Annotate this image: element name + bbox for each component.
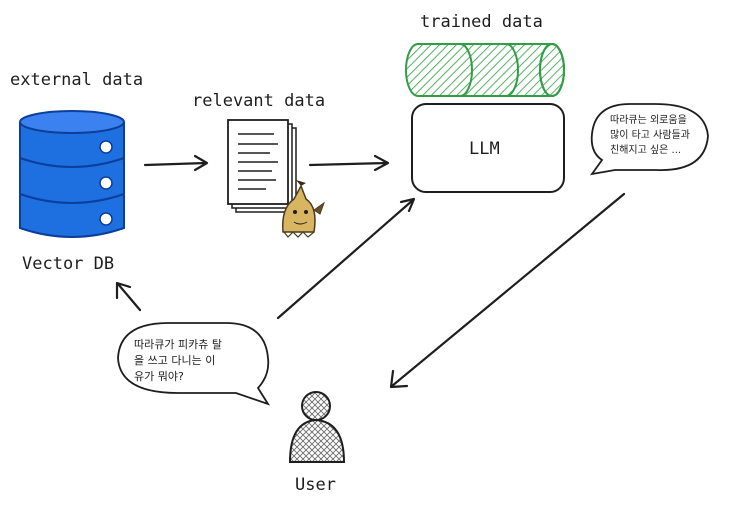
question-line: 따라큐가 피카츄 탈	[134, 338, 222, 351]
user-label: User	[295, 475, 336, 495]
answer-line: 따라큐는 외로움을	[610, 115, 687, 126]
answer-line: 친해지고 싶은 ...	[610, 145, 682, 156]
relevant-data-label: relevant data	[192, 91, 326, 111]
trained-data-label: trained data	[420, 12, 543, 32]
user-icon	[288, 391, 346, 463]
arrow-db-to-docs	[143, 154, 209, 172]
question-line: 을 쓰고 다니는 이	[134, 354, 216, 367]
answer-text: 따라큐는 외로움을 많이 타고 사람들과 친해지고 싶은 ...	[610, 113, 690, 158]
mimikyu-icon	[281, 180, 326, 238]
llm-label: LLM	[469, 139, 500, 159]
arrow-llm-to-user	[389, 192, 626, 389]
question-line: 유가 뭐야?	[134, 370, 184, 383]
trained-data-cylinder-icon	[405, 43, 565, 97]
answer-line: 많이 타고 사람들과	[610, 130, 690, 141]
vector-db-label: Vector DB	[22, 254, 115, 274]
arrow-user-to-llm	[276, 197, 416, 320]
arrow-user-to-db	[115, 281, 142, 312]
answer-bubble	[589, 103, 709, 176]
arrows	[115, 154, 626, 389]
documents-icon	[227, 119, 297, 213]
external-data-label: external data	[10, 70, 144, 90]
arrow-docs-to-llm	[308, 154, 390, 172]
llm-box	[411, 103, 565, 193]
question-bubble	[117, 322, 271, 406]
question-text: 따라큐가 피카츄 탈 을 쓰고 다니는 이 유가 뭐야?	[134, 337, 222, 385]
vector-db-icon	[19, 110, 125, 238]
